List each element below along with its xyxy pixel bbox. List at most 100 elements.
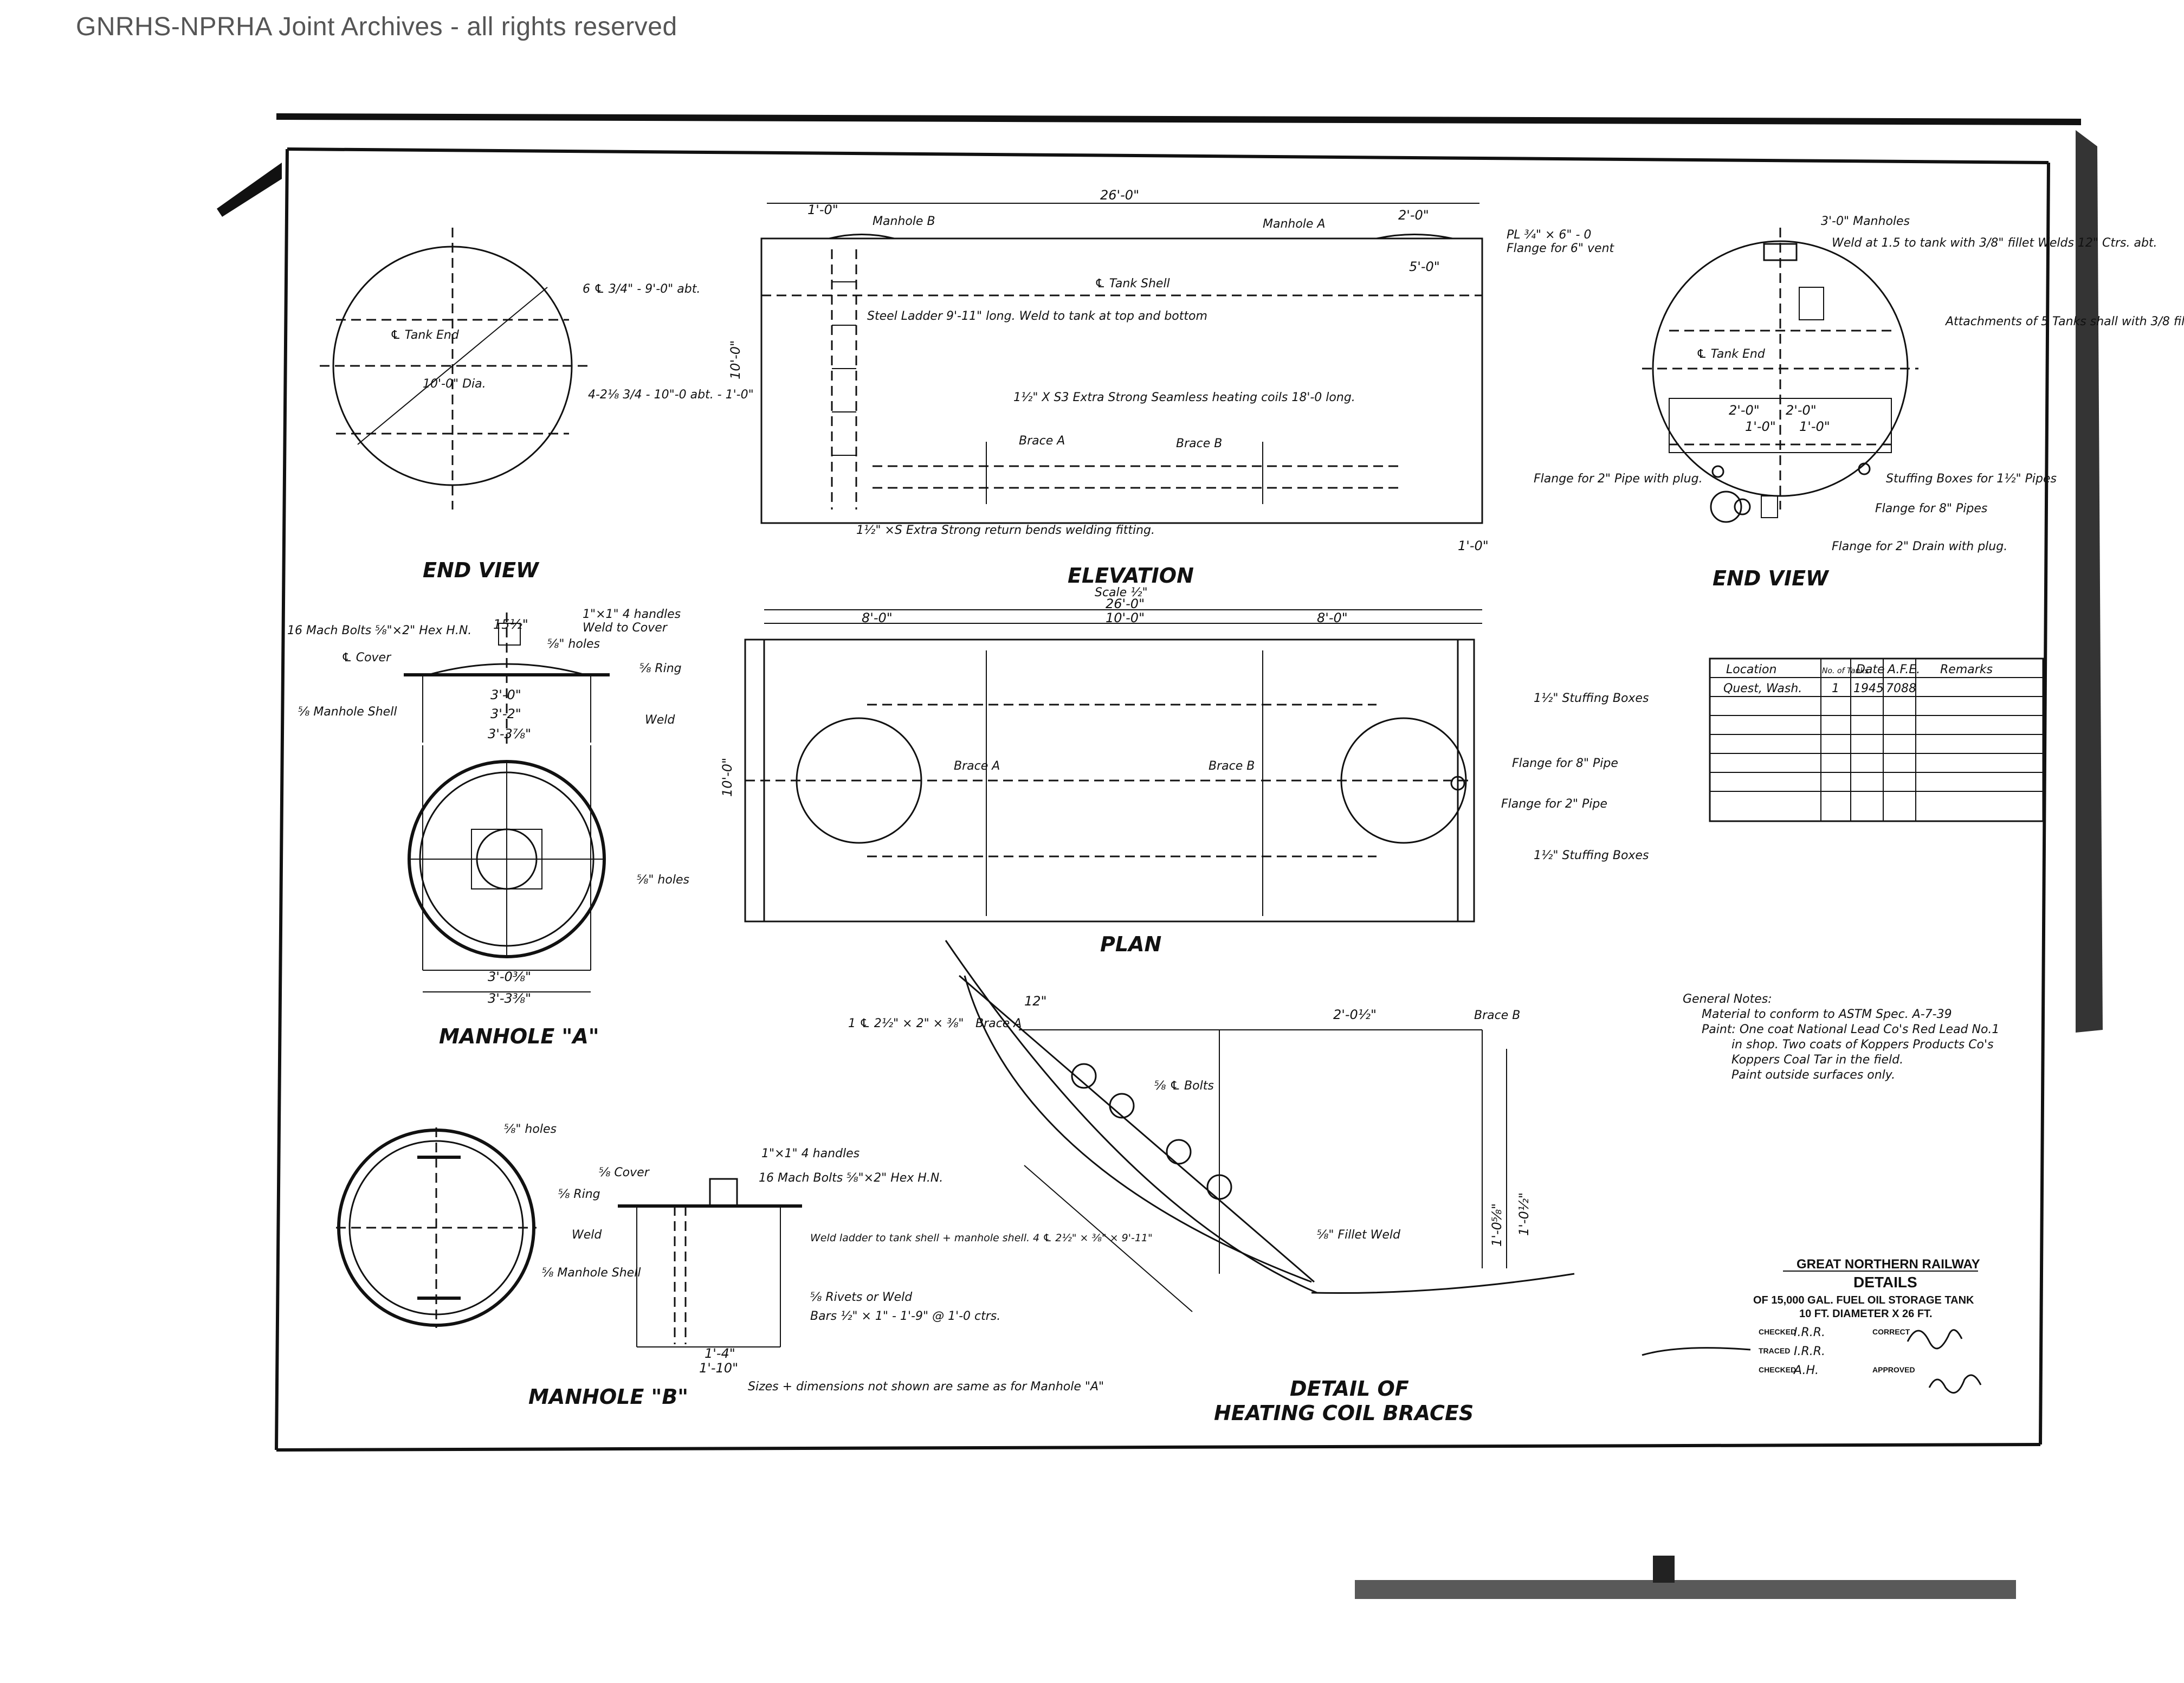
- elev-manhole-a: Manhole A: [1263, 217, 1326, 231]
- end-left-label-3: 4-2⅛ 3/4 - 10"-0 abt. - 1'-0": [588, 388, 754, 402]
- mha-handles: 1"×1" 4 handles: [583, 608, 681, 621]
- mha-d3: 3'-3⅞": [488, 726, 531, 741]
- detail-d2: 2'-0½": [1333, 1007, 1377, 1022]
- manhole-a-title: MANHOLE "A": [439, 1024, 599, 1048]
- endr-dim-b: 2'-0": [1786, 403, 1817, 418]
- mha-d1: 3'-0": [490, 687, 521, 702]
- mhb-manhole-shell: ⅝ Manhole Shell: [542, 1266, 641, 1280]
- notes-line-0: Material to conform to ASTM Spec. A-7-39: [1702, 1008, 1952, 1021]
- endr-weld-note: Weld at 1.5 to tank with 3/8" fillet Wel…: [1832, 236, 2157, 250]
- endr-stuffing: Stuffing Boxes for 1½" Pipes: [1886, 472, 2057, 486]
- mhb-holes: ⅝" holes: [504, 1123, 557, 1136]
- mhb-d1: 1'-4": [705, 1346, 735, 1361]
- manhole-b-view: ⅝" holes ⅝ Cover ⅝ Ring Weld ⅝ Manhole S…: [336, 1123, 1153, 1409]
- notes-line-1: Paint: One coat National Lead Co's Red L…: [1702, 1023, 1999, 1036]
- plan-brace-b: Brace B: [1209, 759, 1255, 773]
- elev-right-offset: 2'-0": [1398, 208, 1429, 223]
- plan-title: PLAN: [1100, 932, 1161, 956]
- tb-traced-value: I.R.R.: [1794, 1345, 1825, 1358]
- plan-flange-8: Flange for 8" Pipe: [1512, 757, 1618, 770]
- elevation-title: ELEVATION: [1068, 564, 1194, 588]
- end-left-label-1: 10'-0" Dia.: [423, 377, 486, 391]
- elev-flange-vent: Flange for 6" vent: [1507, 242, 1615, 255]
- elevation-view: 26'-0" 1'-0" 2'-0" 5'-0" Manhole B Manho…: [728, 188, 1615, 599]
- rev-header-tanks: No. of Tanks: [1822, 667, 1869, 675]
- title-block: GREAT NORTHERN RAILWAY DETAILS OF 15,000…: [1642, 1257, 1982, 1394]
- mha-d4: 15½": [493, 617, 528, 632]
- elev-left-offset: 1'-0": [807, 202, 838, 217]
- end-view-left-title: END VIEW: [423, 558, 540, 582]
- elev-bottom-dim: 1'-0": [1458, 538, 1489, 553]
- endr-flange-2: Flange for 2" Pipe with plug.: [1534, 472, 1703, 486]
- mha-holes: ⅝" holes: [547, 637, 600, 651]
- plan-stuffing-bot: 1½" Stuffing Boxes: [1534, 849, 1649, 862]
- notes-line-4: Paint outside surfaces only.: [1731, 1068, 1895, 1082]
- tb-line1: OF 15,000 GAL. FUEL OIL STORAGE TANK: [1753, 1294, 1974, 1306]
- elev-manhole-b: Manhole B: [873, 215, 935, 228]
- endr-dim-a: 2'-0": [1729, 403, 1760, 418]
- rev-header-remarks: Remarks: [1940, 663, 1993, 676]
- tb-drawn-value: I.R.R.: [1794, 1326, 1825, 1339]
- signature-mark: [1907, 1329, 1963, 1350]
- tb-checked-label: CHECKED: [1759, 1365, 1796, 1374]
- elev-ladder-1: Steel Ladder 9'-11" long. Weld to tank a…: [867, 309, 1207, 323]
- tb-details: DETAILS: [1853, 1274, 1917, 1291]
- detail-bolts: ⅝ ℄ Bolts: [1154, 1079, 1214, 1093]
- mha-bolts: 16 Mach Bolts ⅝"×2" Hex H.N.: [287, 624, 471, 637]
- detail-title-line1: DETAIL OF: [1290, 1377, 1409, 1401]
- notes-line-2: in shop. Two coats of Koppers Products C…: [1731, 1038, 1994, 1052]
- detail-title-line2: HEATING COIL BRACES: [1214, 1401, 1474, 1425]
- mhb-ring: ⅝ Ring: [558, 1188, 600, 1201]
- elev-height: 10'-0": [728, 340, 743, 379]
- detail-d4: 1'-0⅝": [1489, 1203, 1504, 1247]
- end-view-left: ℄ Tank End 10'-0" Dia. 6 ℄ 3/4" - 9'-0" …: [320, 228, 754, 582]
- plan-stuffing-top: 1½" Stuffing Boxes: [1534, 692, 1649, 705]
- tb-approved-label: APPROVED: [1872, 1365, 1915, 1374]
- tb-line2: 10 FT. DIAMETER X 26 FT.: [1799, 1308, 1933, 1320]
- plan-height: 10'-0": [720, 758, 735, 797]
- mha-weld: Weld: [645, 713, 675, 727]
- mhb-d2: 1'-10": [699, 1360, 738, 1376]
- bottom-smudge: [1355, 1556, 2016, 1599]
- mha-manhole-shell: ⅝ Manhole Shell: [298, 705, 397, 719]
- endr-dim-d: 1'-0": [1799, 419, 1830, 434]
- manhole-b-title: MANHOLE "B": [528, 1385, 688, 1409]
- mhb-handles: 1"×1" 4 handles: [761, 1147, 860, 1160]
- heating-coil-brace-detail: 1 ℄ 2½" × 2" × ⅜" Brace A Brace B ⅝ ℄ Bo…: [848, 940, 1575, 1425]
- plan-view: 8'-0" 10'-0" 8'-0" 26'-0" Brace A Brace …: [720, 596, 1649, 956]
- mha-holes2: ⅝" holes: [637, 873, 689, 887]
- end-left-label-2: 6 ℄ 3/4" - 9'-0" abt.: [583, 282, 700, 296]
- elev-return-bends: 1½" ×S Extra Strong return bends welding…: [856, 524, 1155, 537]
- mha-d5: 3'-0⅜": [488, 969, 531, 984]
- mhb-cover: ⅝ Cover: [599, 1166, 650, 1179]
- revision-table: Location No. of Tanks Date A.F.E. Remark…: [1709, 657, 2044, 822]
- archive-watermark: GNRHS-NPRHA Joint Archives - all rights …: [76, 12, 677, 41]
- detail-d3: 1'-0½": [1516, 1192, 1532, 1236]
- tb-checked-value: A.H.: [1793, 1364, 1819, 1377]
- signature-mark-2: [1928, 1374, 1982, 1394]
- mhb-note: Sizes + dimensions not shown are same as…: [748, 1380, 1104, 1394]
- endr-flange-drain: Flange for 2" Drain with plug.: [1832, 540, 2007, 553]
- detail-brace-a: Brace A: [975, 1017, 1022, 1030]
- plan-right: 8'-0": [1317, 610, 1348, 626]
- elev-brace-a: Brace A: [1019, 434, 1065, 448]
- elev-overall: 26'-0": [1100, 188, 1139, 203]
- rev-header-location: Location: [1726, 663, 1776, 676]
- mhb-ladder: Weld ladder to tank shell + manhole shel…: [810, 1232, 1153, 1244]
- end-view-right: 3'-0" Manholes Weld at 1.5 to tank with …: [1534, 215, 2184, 590]
- rev-header-afe: A.F.E.: [1886, 663, 1920, 676]
- elevation-scale: Scale ½": [1095, 586, 1148, 599]
- endr-tank-end: ℄ Tank End: [1696, 347, 1766, 361]
- endr-manholes: 3'-0" Manholes: [1821, 215, 1910, 228]
- general-notes: General Notes: Material to conform to AS…: [1683, 992, 1999, 1082]
- elev-right-sub: 5'-0": [1409, 259, 1440, 274]
- endr-side-note: Attachments of 5 Tanks shall with 3/8 fi…: [1944, 315, 2184, 328]
- rev-row-afe: 7088: [1886, 682, 1916, 695]
- mhb-bars: Bars ½" × 1" - 1'-9" @ 1'-0 ctrs.: [810, 1310, 1000, 1323]
- elev-tank-shell: ℄ Tank Shell: [1095, 277, 1170, 291]
- elev-brace-b: Brace B: [1176, 437, 1222, 450]
- manhole-a-view: 16 Mach Bolts ⅝"×2" Hex H.N. ℄ Cover ⅝" …: [287, 608, 689, 1048]
- elev-coils: 1½" X S3 Extra Strong Seamless heating c…: [1013, 391, 1355, 404]
